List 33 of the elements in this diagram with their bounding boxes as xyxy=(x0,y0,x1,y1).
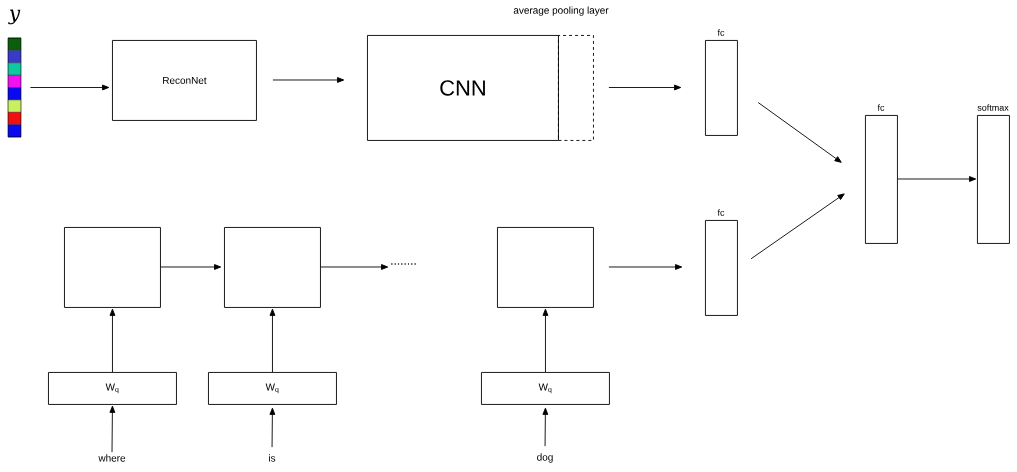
arrow xyxy=(542,308,549,373)
layer-label: fc xyxy=(877,104,885,111)
arrow xyxy=(269,407,276,448)
ellipsis-dots: ........ xyxy=(391,263,416,265)
arrow xyxy=(608,84,682,91)
rnn-cell-box xyxy=(224,227,321,308)
arrow xyxy=(109,308,116,373)
arrow xyxy=(757,102,842,163)
arrow xyxy=(608,264,683,270)
arrow xyxy=(29,84,110,91)
arrow xyxy=(160,264,222,270)
process-box: W$_{q}$ xyxy=(208,372,337,405)
vector-label: y xyxy=(8,9,21,25)
arrow xyxy=(542,407,549,447)
layer-label: fc xyxy=(717,29,725,36)
process-box: CNN xyxy=(367,35,559,141)
layer-label: softmax xyxy=(977,104,1009,111)
process-box: W$_{q}$ xyxy=(481,372,610,405)
layer-label: fc xyxy=(717,209,725,216)
input-word: dog xyxy=(537,453,553,463)
process-box: W$_{q}$ xyxy=(48,372,177,405)
process-box: ReconNet xyxy=(112,40,257,121)
layer-label: average pooling layer xyxy=(513,6,609,16)
arrow xyxy=(320,264,389,270)
input-word: is xyxy=(269,454,276,462)
input-word: where xyxy=(98,454,126,462)
arrow xyxy=(272,77,345,83)
rnn-cell-box xyxy=(497,227,594,308)
rnn-cell-box xyxy=(64,227,161,308)
arrow xyxy=(750,193,845,260)
arrow xyxy=(269,308,276,373)
arrow xyxy=(897,176,977,182)
arrow xyxy=(109,405,116,453)
